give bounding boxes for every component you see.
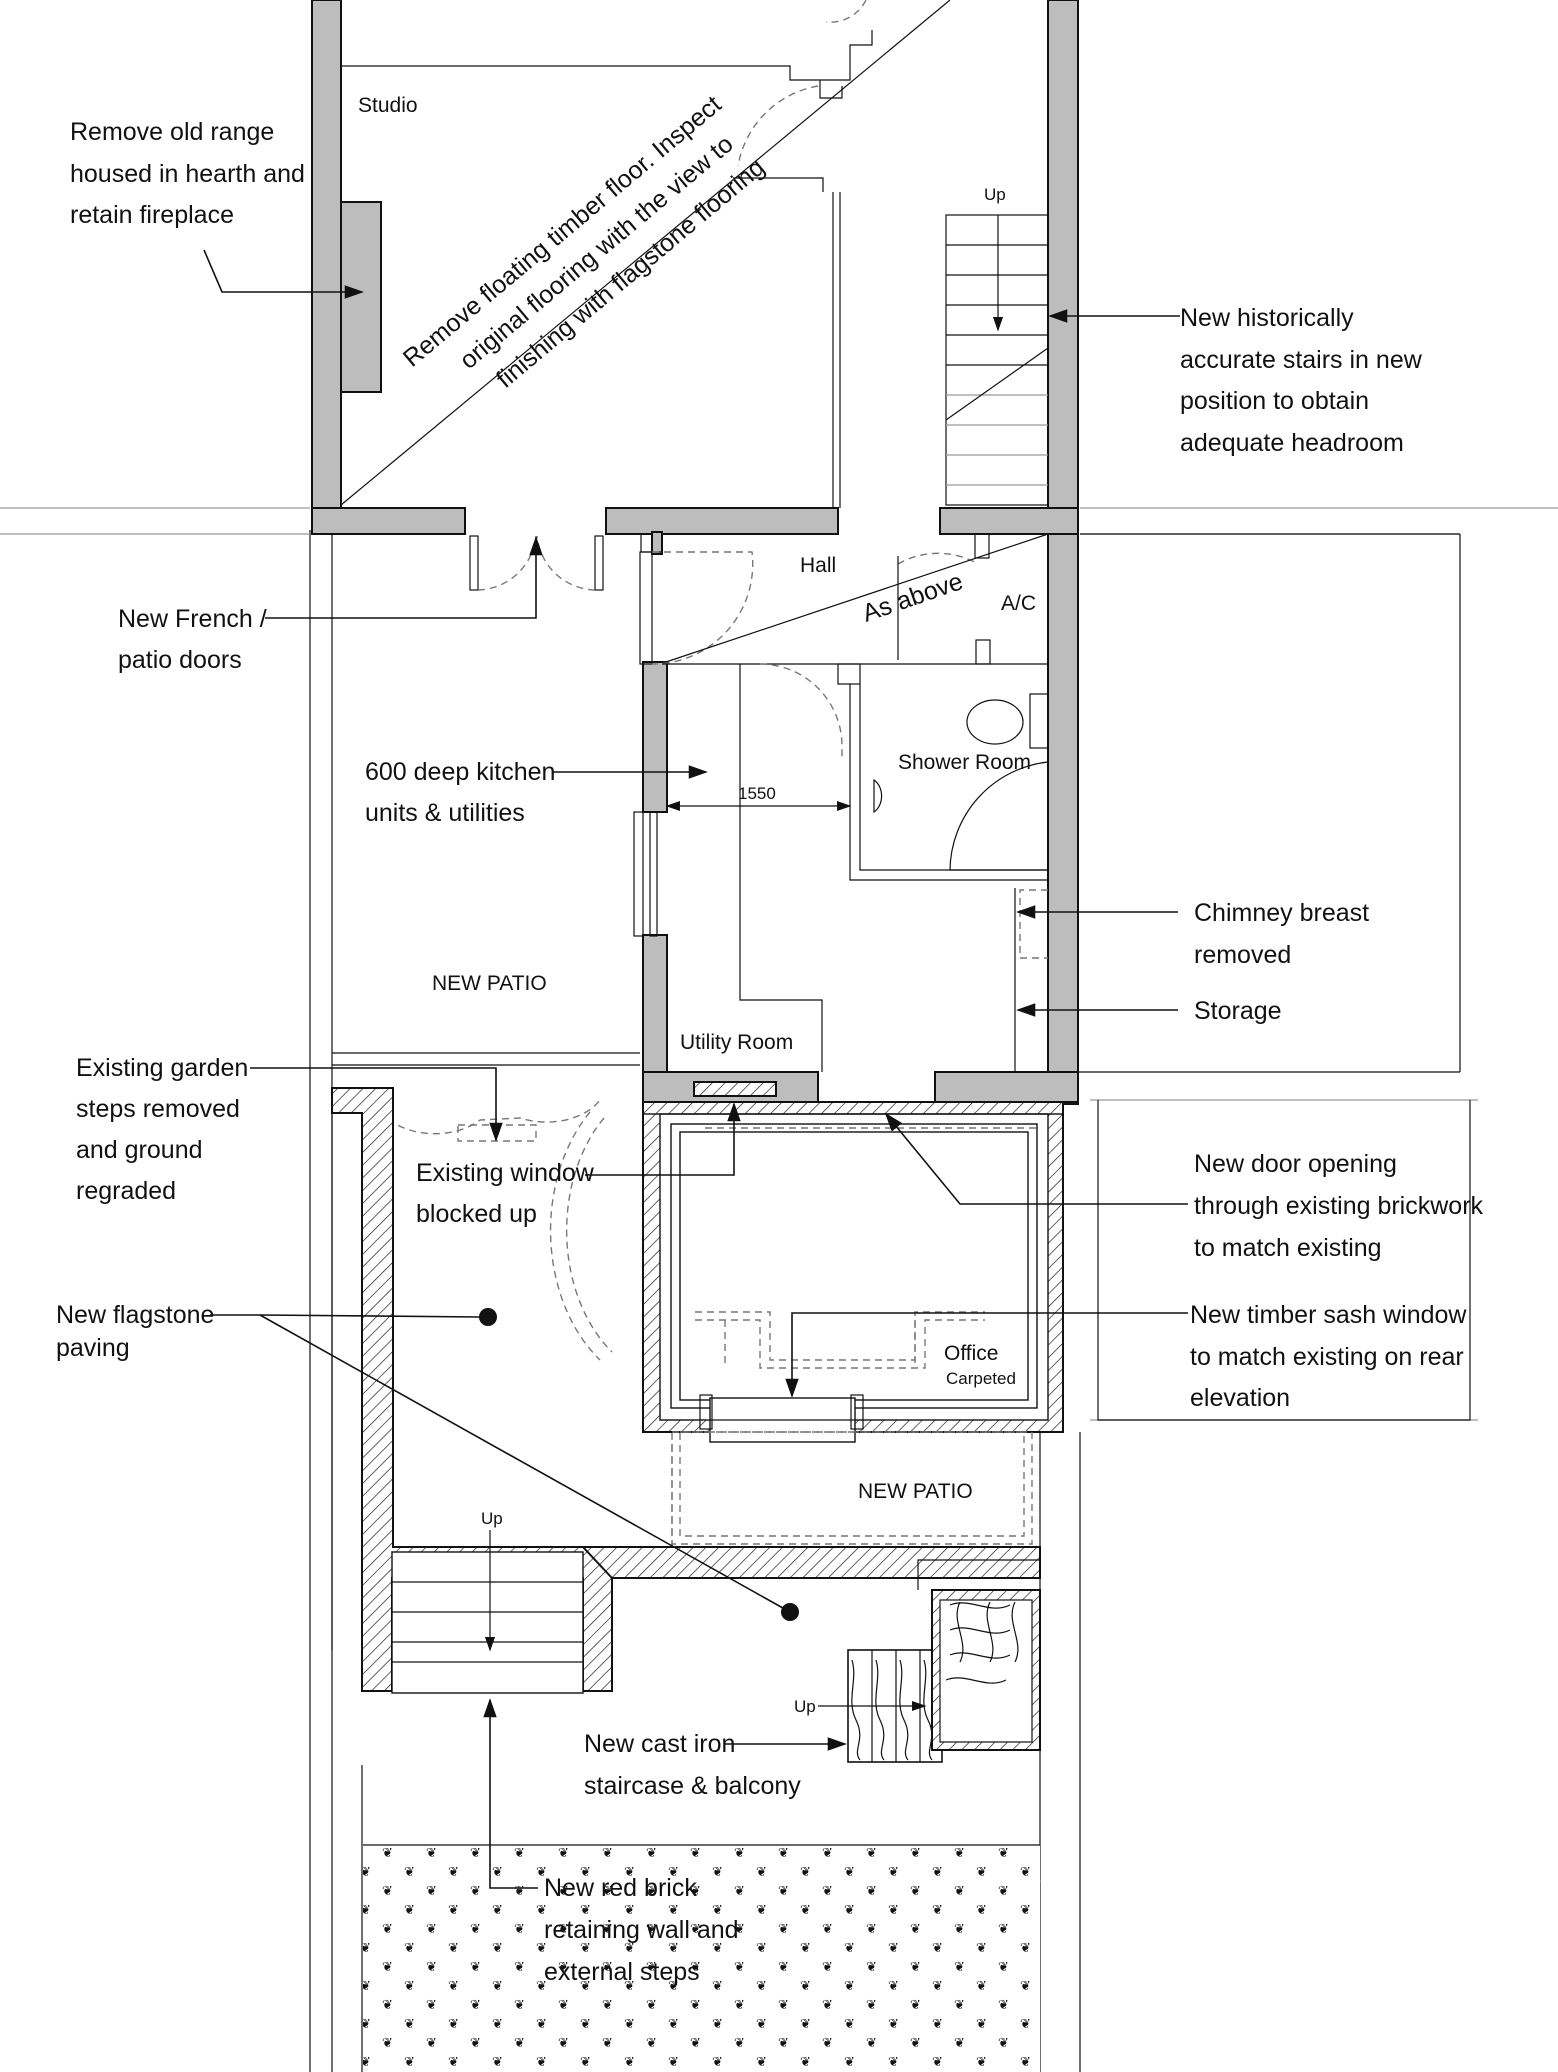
office-extension [642,1101,1064,1443]
svg-text:Chimney breast: Chimney breast [1194,899,1369,927]
svg-text:position to obtain: position to obtain [1180,387,1369,415]
retaining-wall [331,1087,1041,1694]
svg-text:retaining wall and: retaining wall and [544,1916,739,1944]
dimension-label: 1550 [738,784,776,803]
annotation-kitchen: 600 deep kitchen units & utilities [365,758,555,827]
svg-text:adequate headroom: adequate headroom [1180,429,1404,457]
svg-text:staircase & balcony: staircase & balcony [584,1772,801,1800]
room-office-sub: Carpeted [946,1369,1016,1388]
floor-note: Remove floating timber floor. Inspect or… [398,90,770,393]
studio-partitions [340,0,951,508]
svg-text:external steps: external steps [544,1958,700,1986]
svg-text:New cast iron: New cast iron [584,1730,735,1758]
up-label-main-stairs: Up [984,185,1006,204]
kitchen-utility [633,664,1048,1201]
svg-text:and ground: and ground [76,1136,203,1164]
svg-text:Existing garden: Existing garden [76,1054,248,1082]
annotation-range: Remove old range housed in hearth and re… [70,118,305,229]
svg-text:accurate stairs in new: accurate stairs in new [1180,346,1423,374]
building-walls [311,0,1079,1105]
room-hall: Hall [800,554,836,577]
room-office: Office [944,1342,998,1365]
as-above-note: As above [859,567,967,627]
svg-text:removed: removed [1194,941,1291,969]
room-studio: Studio [358,94,418,117]
room-patio-right: NEW PATIO [858,1480,973,1503]
shower-room-fixtures [759,663,1049,881]
annotation-stairs: New historically accurate stairs in new … [1180,304,1423,457]
hall-area [639,533,1049,665]
svg-text:blocked up: blocked up [416,1200,537,1228]
svg-text:New door opening: New door opening [1194,1150,1397,1178]
svg-text:through existing brickwork: through existing brickwork [1194,1192,1484,1220]
up-label-cast-iron: Up [794,1697,816,1716]
svg-text:New historically: New historically [1180,304,1354,332]
svg-text:patio doors: patio doors [118,646,242,674]
room-utility: Utility Room [680,1031,793,1054]
up-label-garden-steps: Up [481,1509,503,1528]
svg-text:to match existing on rear: to match existing on rear [1190,1343,1464,1371]
annotation-flagstone: New flagstone paving [56,1301,214,1362]
svg-text:retain fireplace: retain fireplace [70,201,234,229]
annotation-sash-window: New timber sash window to match existing… [1190,1301,1467,1412]
svg-text:original flooring with the vie: original flooring with the view to [454,130,738,375]
svg-text:New flagstone: New flagstone [56,1301,214,1329]
svg-text:steps removed: steps removed [76,1095,240,1123]
annotation-red-brick: New red brick retaining wall and externa… [544,1874,739,1986]
svg-text:Existing window: Existing window [416,1159,595,1187]
room-shower: Shower Room [898,751,1031,774]
garden-planting [363,1845,1040,2072]
room-patio-left: NEW PATIO [432,972,547,995]
svg-text:New French /: New French / [118,605,267,633]
room-ac: A/C [1001,592,1036,615]
paving-marker-1 [479,1308,497,1326]
svg-text:600 deep kitchen: 600 deep kitchen [365,758,555,786]
annotation-window-blocked: Existing window blocked up [416,1159,595,1228]
svg-text:Remove old range: Remove old range [70,118,274,146]
annotation-garden-steps: Existing garden steps removed and ground… [76,1054,248,1205]
leader-lines [203,249,1188,1889]
svg-text:housed in hearth and: housed in hearth and [70,160,305,188]
svg-text:New timber sash window: New timber sash window [1190,1301,1467,1329]
svg-text:New red brick: New red brick [544,1874,697,1902]
svg-text:to match existing: to match existing [1194,1234,1382,1262]
annotation-storage: Storage [1194,997,1282,1025]
annotation-cast-iron: New cast iron staircase & balcony [584,1730,801,1800]
cast-iron-staircase [818,1559,1041,1763]
svg-text:elevation: elevation [1190,1384,1290,1412]
svg-text:regraded: regraded [76,1177,176,1205]
svg-text:paving: paving [56,1334,130,1362]
new-patio-outline [671,1431,1033,1550]
annotation-door-opening: New door opening through existing brickw… [1194,1150,1484,1262]
main-stairs [945,214,1049,506]
annotation-french-doors: New French / patio doors [118,605,267,674]
svg-text:units & utilities: units & utilities [365,799,525,827]
annotation-chimney: Chimney breast removed [1194,899,1369,969]
